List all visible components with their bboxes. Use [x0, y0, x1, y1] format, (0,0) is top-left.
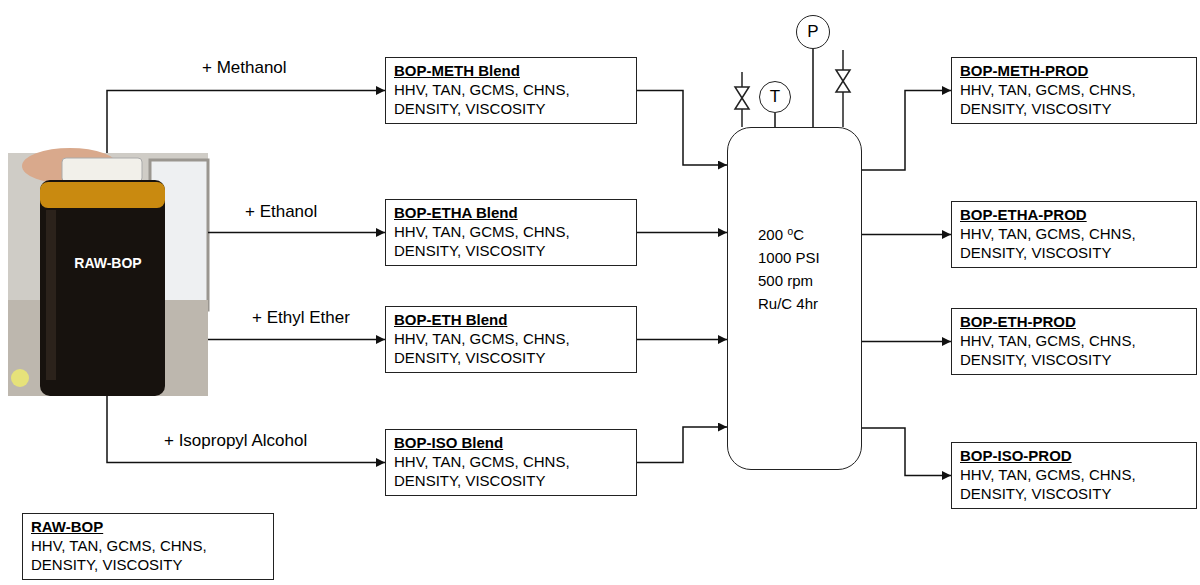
node-body: HHV, TAN, GCMS, CHNS, DENSITY, VISCOSITY — [31, 536, 265, 574]
blend-box: BOP-ETHA BlendHHV, TAN, GCMS, CHNS, DENS… — [385, 199, 637, 266]
temperature-gauge: T — [759, 81, 791, 113]
node-heading: RAW-BOP — [31, 517, 265, 536]
flow-arrow — [862, 91, 951, 171]
flow-arrow — [862, 341, 951, 343]
node-body: HHV, TAN, GCMS, CHNS, DENSITY, VISCOSITY — [960, 465, 1188, 503]
bottle-cap — [62, 158, 142, 182]
flow-arrow — [637, 232, 727, 234]
flow-arrow — [208, 232, 385, 234]
oil-layer — [40, 182, 165, 208]
valve-symbols — [735, 50, 850, 127]
photo-node: RAW-BOP — [8, 153, 208, 396]
stir-ball — [11, 369, 29, 387]
flow-arrow — [862, 234, 951, 236]
reagent-label: + Ethyl Ether — [250, 308, 352, 328]
node-heading: BOP-ETH Blend — [394, 310, 628, 329]
node-body: HHV, TAN, GCMS, CHNS, DENSITY, VISCOSITY — [960, 331, 1188, 369]
flow-arrow — [637, 339, 727, 341]
valve-symbol — [836, 70, 850, 92]
node-heading: BOP-ISO Blend — [394, 433, 628, 452]
flow-arrow — [774, 113, 776, 127]
flow-arrow — [812, 49, 814, 127]
oil-sample-photo — [8, 148, 208, 396]
node-heading: 200 ⁰C 1000 PSI 500 rpm Ru/C 4hr — [758, 223, 838, 315]
pressure-gauge: P — [796, 15, 830, 49]
blend-box: BOP-METH BlendHHV, TAN, GCMS, CHNS, DENS… — [385, 57, 637, 124]
blend-box: BOP-ETH BlendHHV, TAN, GCMS, CHNS, DENSI… — [385, 306, 637, 373]
node-heading: BOP-METH-PROD — [960, 61, 1188, 80]
product-box: BOP-ETH-PRODHHV, TAN, GCMS, CHNS, DENSIT… — [951, 308, 1197, 375]
node-body: HHV, TAN, GCMS, CHNS, DENSITY, VISCOSITY — [394, 452, 628, 490]
reagent-label: + Isopropyl Alcohol — [162, 431, 309, 451]
node-heading: BOP-ETH-PROD — [960, 312, 1188, 331]
flow-arrow — [637, 427, 727, 463]
product-box: BOP-METH-PRODHHV, TAN, GCMS, CHNS, DENSI… — [951, 57, 1197, 124]
node-heading: RAW-BOP — [8, 153, 208, 271]
node-heading: BOP-ISO-PROD — [960, 446, 1188, 465]
node-body: HHV, TAN, GCMS, CHNS, DENSITY, VISCOSITY — [394, 80, 628, 118]
flow-arrow — [862, 428, 951, 476]
flow-arrow — [107, 91, 385, 154]
bottle-highlight — [46, 210, 56, 380]
flow-arrow — [637, 91, 727, 166]
node-heading: BOP-ETHA Blend — [394, 203, 628, 222]
photo-background — [8, 153, 208, 396]
flow-arrow — [208, 339, 385, 341]
raw-sample-box: RAW-BOPHHV, TAN, GCMS, CHNS, DENSITY, VI… — [22, 513, 274, 580]
node-body: HHV, TAN, GCMS, CHNS, DENSITY, VISCOSITY — [960, 224, 1188, 262]
node-body: HHV, TAN, GCMS, CHNS, DENSITY, VISCOSITY — [960, 80, 1188, 118]
product-box: BOP-ISO-PRODHHV, TAN, GCMS, CHNS, DENSIT… — [951, 442, 1197, 509]
valve-symbol — [735, 87, 749, 109]
node-heading: BOP-METH Blend — [394, 61, 628, 80]
product-box: BOP-ETHA-PRODHHV, TAN, GCMS, CHNS, DENSI… — [951, 201, 1197, 268]
reagent-label: + Methanol — [200, 58, 289, 78]
reagent-label: + Ethanol — [243, 202, 319, 222]
node-heading: BOP-ETHA-PROD — [960, 205, 1188, 224]
node-body: HHV, TAN, GCMS, CHNS, DENSITY, VISCOSITY — [394, 329, 628, 367]
bottle-body — [40, 180, 165, 396]
reactor-vessel: 200 ⁰C 1000 PSI 500 rpm Ru/C 4hr — [727, 127, 862, 470]
flow-arrow — [107, 396, 385, 463]
blend-box: BOP-ISO BlendHHV, TAN, GCMS, CHNS, DENSI… — [385, 429, 637, 496]
node-body: HHV, TAN, GCMS, CHNS, DENSITY, VISCOSITY — [394, 222, 628, 260]
node-heading: T — [760, 82, 790, 111]
node-heading: P — [797, 16, 829, 47]
